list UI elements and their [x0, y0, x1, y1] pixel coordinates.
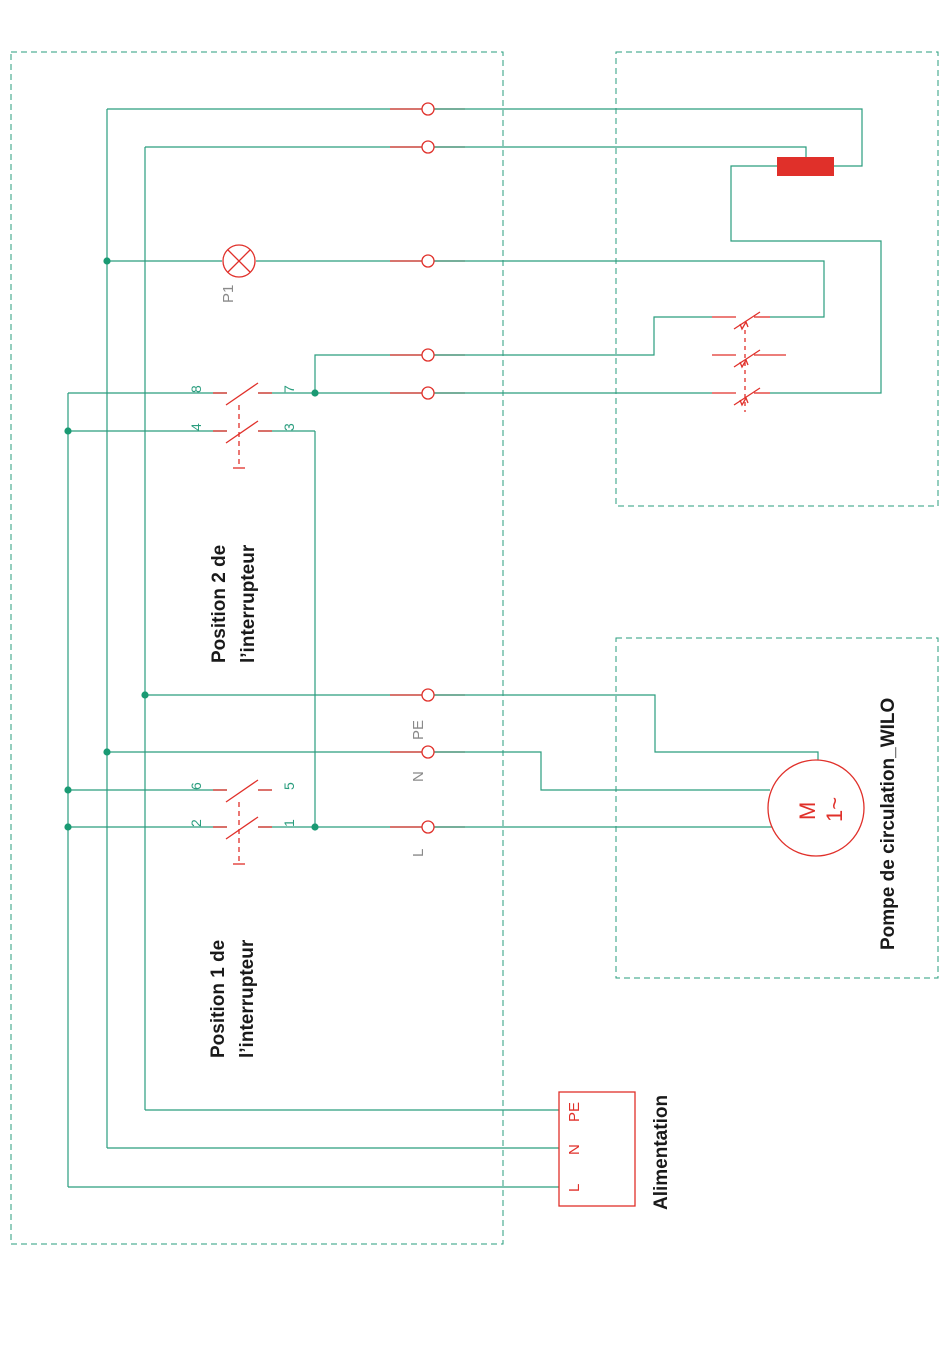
terminal-label-n: N	[410, 771, 427, 782]
motor-label-phase: 1~	[822, 797, 847, 822]
terminal-label-l: L	[410, 849, 427, 857]
wire-row-355	[315, 355, 428, 393]
switch1-contact-1: 1	[281, 819, 297, 827]
thermostat-contacts	[712, 312, 786, 412]
position1-label-line1: Position 1 de	[208, 940, 229, 1058]
wire-row-355-right	[428, 317, 712, 355]
terminal-393	[422, 387, 434, 399]
supply-label-pe: PE	[566, 1102, 583, 1122]
thermostat-enclosure	[616, 52, 938, 506]
terminal-109	[422, 103, 434, 115]
supply-label: Alimentation	[651, 1095, 672, 1210]
terminal-stubs	[390, 109, 465, 827]
terminal-n	[422, 746, 434, 758]
wire-pump-n	[428, 752, 770, 790]
motor-label-m: M	[795, 802, 820, 820]
terminal-355	[422, 349, 434, 361]
pump-label: Pompe de circulation_WILO	[878, 698, 899, 950]
position2-label-line1: Position 2 de	[209, 545, 230, 663]
wire-pump-pe	[428, 695, 818, 760]
switch-position-2	[213, 383, 272, 468]
supply-label-l: L	[566, 1184, 583, 1192]
terminal-label-pe: PE	[410, 720, 427, 740]
switch2-contact-4: 4	[188, 423, 204, 431]
lamp-icon	[223, 245, 255, 277]
switch2-contact-7: 7	[281, 385, 297, 393]
terminal-pe	[422, 689, 434, 701]
switch1-contact-6: 6	[188, 782, 204, 790]
wire-thermostat-loop	[731, 166, 881, 393]
switch-position-1	[213, 780, 272, 864]
supply-label-n: N	[566, 1144, 583, 1155]
terminal-l	[422, 821, 434, 833]
junction-dots	[64, 257, 318, 830]
position2-label-line2: l’interrupteur	[238, 544, 259, 663]
wire-lamp-return	[428, 261, 824, 317]
wire-to-thermostat-b	[428, 147, 806, 157]
switch2-contact-8: 8	[188, 385, 204, 393]
heating-element	[777, 157, 834, 176]
switch2-contact-3: 3	[281, 423, 297, 431]
switch1-contact-2: 2	[188, 819, 204, 827]
terminal-261	[422, 255, 434, 267]
switch1-contact-5: 5	[281, 782, 297, 790]
position1-label-line2: l’interrupteur	[237, 939, 258, 1058]
lamp-label: P1	[220, 285, 237, 303]
terminal-147	[422, 141, 434, 153]
